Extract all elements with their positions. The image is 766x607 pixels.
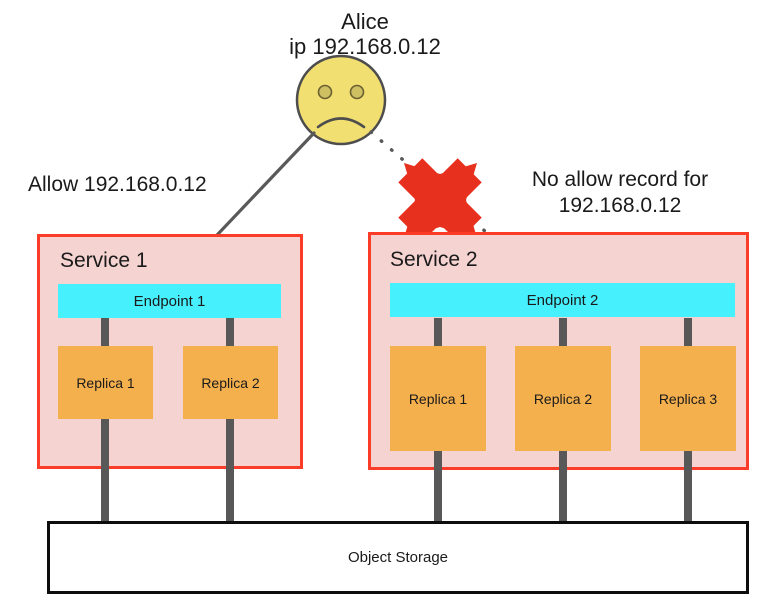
endpoint-1[interactable]: Endpoint 1 (58, 284, 281, 318)
connector-s2-endpoint-replica3 (684, 318, 692, 346)
connector-s1-endpoint-replica1 (101, 318, 109, 346)
allow-annotation: Allow 192.168.0.12 (28, 173, 207, 196)
service-2-title: Service 2 (390, 248, 478, 271)
deny-annotation-line1: No allow record for (531, 168, 709, 191)
connector-s1-replica1-storage (101, 419, 109, 523)
service-2-replica-3[interactable]: Replica 3 (640, 346, 736, 451)
actor-ip-label: ip 192.168.0.12 (289, 34, 441, 59)
connector-s2-replica2-storage (559, 451, 567, 523)
connector-s2-endpoint-replica1 (434, 318, 442, 346)
connector-s1-endpoint-replica2 (226, 318, 234, 346)
actor-name-label: Alice (341, 9, 389, 34)
deny-annotation: No allow record for 192.168.0.12 (500, 167, 740, 220)
connector-s2-replica1-storage (434, 451, 442, 523)
service-2-replica-1[interactable]: Replica 1 (390, 346, 486, 451)
endpoint-2[interactable]: Endpoint 2 (390, 283, 735, 317)
service-1-replica-2[interactable]: Replica 2 (183, 346, 278, 419)
service-2-replica-2[interactable]: Replica 2 (515, 346, 611, 451)
deny-annotation-line2: 192.168.0.12 (558, 194, 682, 218)
connector-s1-replica2-storage (226, 419, 234, 523)
connector-s2-endpoint-replica2 (559, 318, 567, 346)
service-1-replica-1[interactable]: Replica 1 (58, 346, 153, 419)
object-storage-box[interactable]: Object Storage (47, 521, 749, 594)
connector-s2-replica3-storage (684, 451, 692, 523)
service-1-title: Service 1 (60, 249, 148, 272)
